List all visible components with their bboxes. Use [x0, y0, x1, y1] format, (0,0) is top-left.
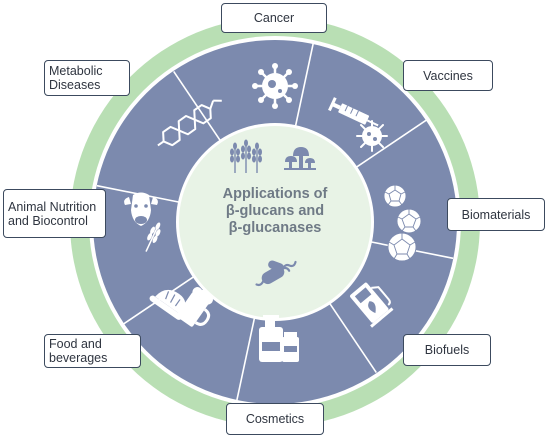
molecule-structure-icon [157, 99, 222, 147]
divider [355, 118, 429, 168]
label-cancer: Cancer [221, 3, 327, 33]
microorganism-icon [255, 260, 297, 287]
cow-wheat-icon [124, 192, 161, 252]
label-biofuels: Biofuels [403, 334, 491, 366]
syringe-virus-icon [328, 97, 388, 152]
bread-beer-icon [149, 287, 214, 327]
divider [327, 300, 377, 374]
label-food-beverages: Food and beverages [44, 334, 141, 368]
cosmetic-bottles-icon [259, 315, 299, 362]
fuel-pump-leaf-icon [350, 282, 394, 328]
center-disc [179, 126, 371, 318]
label-biomaterials: Biomaterials [447, 198, 545, 231]
label-metabolic-diseases: Metabolic Diseases [44, 60, 130, 96]
center-title-line-3: β-glucanases [228, 220, 322, 236]
mushrooms-icon [284, 147, 316, 170]
polyhedral-spheres-icon [383, 184, 422, 262]
label-vaccines: Vaccines [403, 60, 493, 91]
cancer-cell-icon [252, 63, 298, 109]
cereal-grains-icon [230, 139, 262, 173]
divider [236, 315, 256, 401]
center-title-line-1: Applications of [222, 186, 328, 202]
center-title: Applications of β-glucans and β-glucanas… [195, 186, 355, 237]
label-cosmetics: Cosmetics [226, 403, 324, 435]
divider [294, 43, 314, 129]
center-title-line-2: β-glucans and [225, 203, 325, 219]
label-animal-nutrition: Animal Nutrition and Biocontrol [3, 189, 106, 238]
